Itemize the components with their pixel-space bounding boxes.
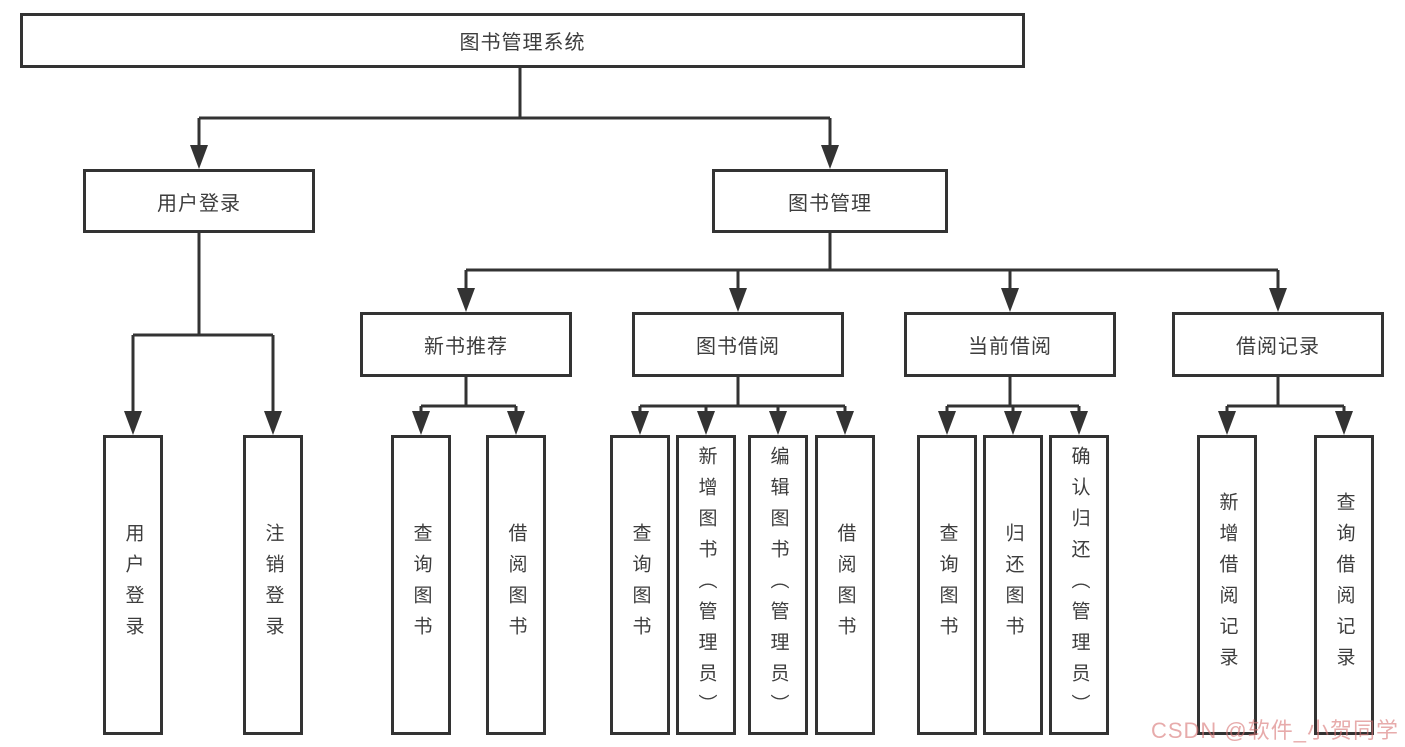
node-leaf-borrow-books: 借阅图书 xyxy=(815,435,875,735)
node-label: 编辑图书（管理员） xyxy=(767,445,789,725)
node-leaf-add-books-admin: 新增图书（管理员） xyxy=(676,435,736,735)
arrowhead-icon xyxy=(1269,288,1287,312)
arrowhead-icon xyxy=(507,411,525,435)
node-label: 借阅图书 xyxy=(834,523,856,647)
node-leaf-query-books-borrow: 查询图书 xyxy=(610,435,670,735)
node-label: 图书管理系统 xyxy=(459,32,586,54)
node-label: 借阅图书 xyxy=(505,523,527,647)
node-user-login: 用户登录 xyxy=(83,169,315,233)
node-leaf-query-books-current: 查询图书 xyxy=(917,435,977,735)
arrowhead-icon xyxy=(729,288,747,312)
node-label: 归还图书 xyxy=(1002,523,1024,647)
node-leaf-borrow-books-recommend: 借阅图书 xyxy=(486,435,546,735)
arrowhead-icon xyxy=(821,145,839,169)
node-book-borrow: 图书借阅 xyxy=(632,312,844,377)
node-root-library-system: 图书管理系统 xyxy=(20,13,1025,68)
node-label: 图书管理 xyxy=(788,192,872,215)
arrowhead-icon xyxy=(1070,411,1088,435)
node-current-borrow: 当前借阅 xyxy=(904,312,1116,377)
node-label: 借阅记录 xyxy=(1236,336,1320,358)
node-leaf-logout: 注销登录 xyxy=(243,435,303,735)
node-label: 查询借阅记录 xyxy=(1333,492,1355,678)
arrowhead-icon xyxy=(1004,411,1022,435)
arrowhead-icon xyxy=(631,411,649,435)
node-leaf-confirm-return-admin: 确认归还（管理员） xyxy=(1049,435,1109,735)
node-label: 用户登录 xyxy=(122,523,144,647)
node-label: 查询图书 xyxy=(936,523,958,647)
node-label: 确认归还（管理员） xyxy=(1068,445,1090,725)
arrowhead-icon xyxy=(1335,411,1353,435)
arrowhead-icon xyxy=(938,411,956,435)
arrowhead-icon xyxy=(697,411,715,435)
node-label: 查询图书 xyxy=(629,523,651,647)
arrowhead-icons xyxy=(124,145,1353,435)
arrowhead-icon xyxy=(412,411,430,435)
node-label: 新书推荐 xyxy=(424,336,508,358)
node-label: 用户登录 xyxy=(157,192,241,215)
arrowhead-icon xyxy=(1218,411,1236,435)
node-label: 注销登录 xyxy=(262,523,284,647)
node-leaf-add-borrow-record: 新增借阅记录 xyxy=(1197,435,1257,735)
node-new-book-recommend: 新书推荐 xyxy=(360,312,572,377)
node-leaf-user-login: 用户登录 xyxy=(103,435,163,735)
arrowhead-icon xyxy=(264,411,282,435)
arrowhead-icon xyxy=(124,411,142,435)
node-borrow-records: 借阅记录 xyxy=(1172,312,1384,377)
arrowhead-icon xyxy=(457,288,475,312)
node-label: 当前借阅 xyxy=(968,336,1052,358)
arrowhead-icon xyxy=(1001,288,1019,312)
node-leaf-query-books-recommend: 查询图书 xyxy=(391,435,451,735)
node-leaf-return-books: 归还图书 xyxy=(983,435,1043,735)
node-label: 新增图书（管理员） xyxy=(695,445,717,725)
arrowhead-icon xyxy=(190,145,208,169)
node-leaf-edit-books-admin: 编辑图书（管理员） xyxy=(748,435,808,735)
node-label: 图书借阅 xyxy=(696,336,780,358)
node-book-management: 图书管理 xyxy=(712,169,948,233)
node-label: 查询图书 xyxy=(410,523,432,647)
arrowhead-icon xyxy=(836,411,854,435)
node-label: 新增借阅记录 xyxy=(1216,492,1238,678)
node-leaf-query-borrow-record: 查询借阅记录 xyxy=(1314,435,1374,735)
arrowhead-icon xyxy=(769,411,787,435)
